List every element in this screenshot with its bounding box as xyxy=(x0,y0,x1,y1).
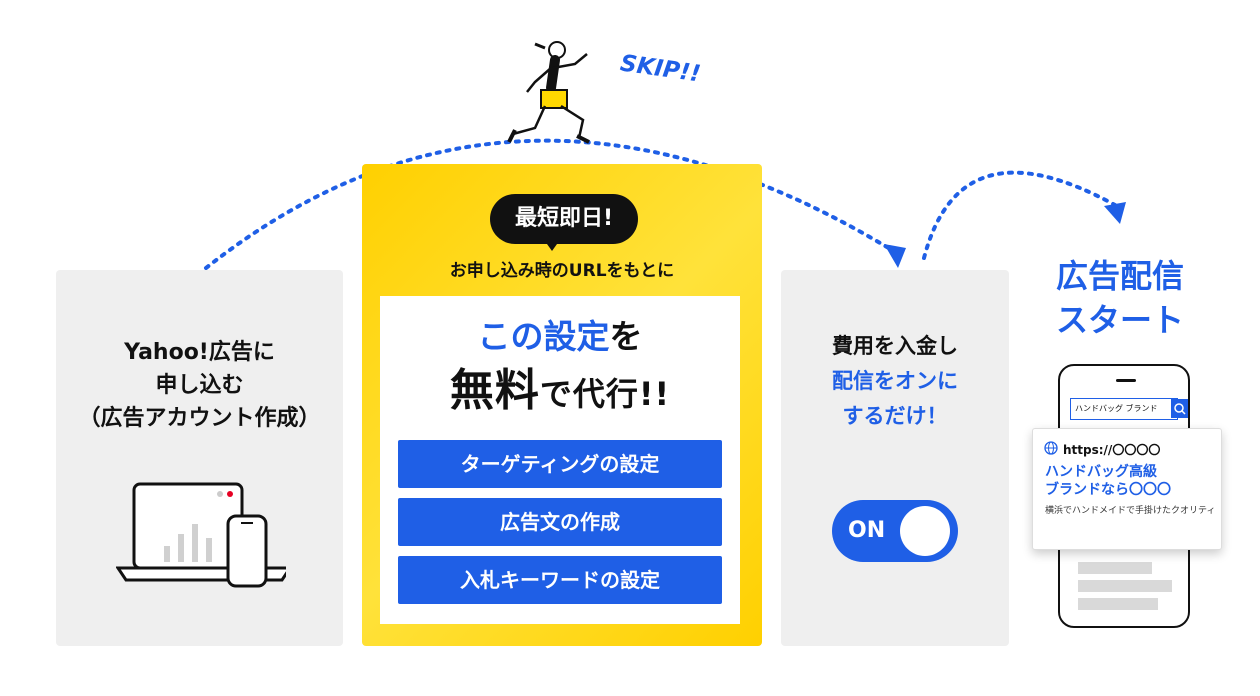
placeholder-line xyxy=(1078,598,1158,610)
on-toggle[interactable]: ON xyxy=(832,500,958,562)
ad-title: ハンドバッグ高級 ブランドなら〇〇〇 xyxy=(1045,463,1215,499)
free-setup-panel: 最短即日! お申し込み時のURLをもとに この設定を 無料で代行!! ターゲティ… xyxy=(362,164,762,646)
phone-search-text: ハンドバッグ ブランド xyxy=(1075,404,1158,413)
ad-copy-button: 広告文の作成 xyxy=(398,498,722,546)
phone-notch xyxy=(1116,379,1136,382)
payment-step-panel: 費用を入金し 配信をオンに するだけ！ ON xyxy=(781,270,1009,646)
globe-icon xyxy=(1044,441,1058,455)
ad-description: 横浜でハンドメイドで手掛けたクオリティ xyxy=(1045,506,1216,516)
ad-url: https://〇〇〇〇 xyxy=(1063,443,1161,457)
payment-line2: 配信をオンに xyxy=(832,369,958,393)
ad-start-title: 広告配信 スタート xyxy=(1030,254,1210,342)
search-icon xyxy=(1171,399,1188,418)
phone-search-box: ハンドバッグ ブランド xyxy=(1070,398,1188,420)
signup-line1: Yahoo!広告に xyxy=(124,340,275,365)
ad-title-line2: ブランドなら〇〇〇 xyxy=(1045,482,1171,498)
ad-title-line1: ハンドバッグ高級 xyxy=(1045,464,1157,480)
signup-line3: （広告アカウント作成） xyxy=(78,406,321,431)
targeting-setup-button: ターゲティングの設定 xyxy=(398,440,722,488)
signup-step-panel: Yahoo!広告に 申し込む （広告アカウント作成） xyxy=(56,270,343,646)
keyword-bid-button: 入札キーワードの設定 xyxy=(398,556,722,604)
signup-step-text: Yahoo!広告に 申し込む （広告アカウント作成） xyxy=(56,336,343,435)
runner-illustration xyxy=(507,41,590,144)
free-setup-card: この設定を 無料で代行!! ターゲティングの設定 広告文の作成 入札キーワードの… xyxy=(380,296,740,624)
placeholder-line xyxy=(1078,562,1152,574)
payment-line3: するだけ！ xyxy=(842,404,948,428)
search-ad-card: https://〇〇〇〇 ハンドバッグ高級 ブランドなら〇〇〇 横浜でハンドメイ… xyxy=(1032,428,1222,550)
ad-start-line2: スタート xyxy=(1055,301,1184,339)
badge-tail xyxy=(542,237,562,251)
toggle-label: ON xyxy=(848,518,886,543)
placeholder-line xyxy=(1078,580,1172,592)
middle-subtitle: お申し込み時のURLをもとに xyxy=(449,261,675,281)
laptop-phone-icon xyxy=(116,482,286,588)
same-day-badge: 最短即日! xyxy=(490,194,638,244)
toggle-knob xyxy=(900,506,950,556)
ad-start-line1: 広告配信 xyxy=(1055,257,1184,295)
payment-line1: 費用を入金し xyxy=(832,334,958,358)
headline-line1: この設定を xyxy=(477,317,643,356)
signup-line2: 申し込む xyxy=(155,373,244,398)
headline-line2: 無料で代行!! xyxy=(449,365,671,416)
